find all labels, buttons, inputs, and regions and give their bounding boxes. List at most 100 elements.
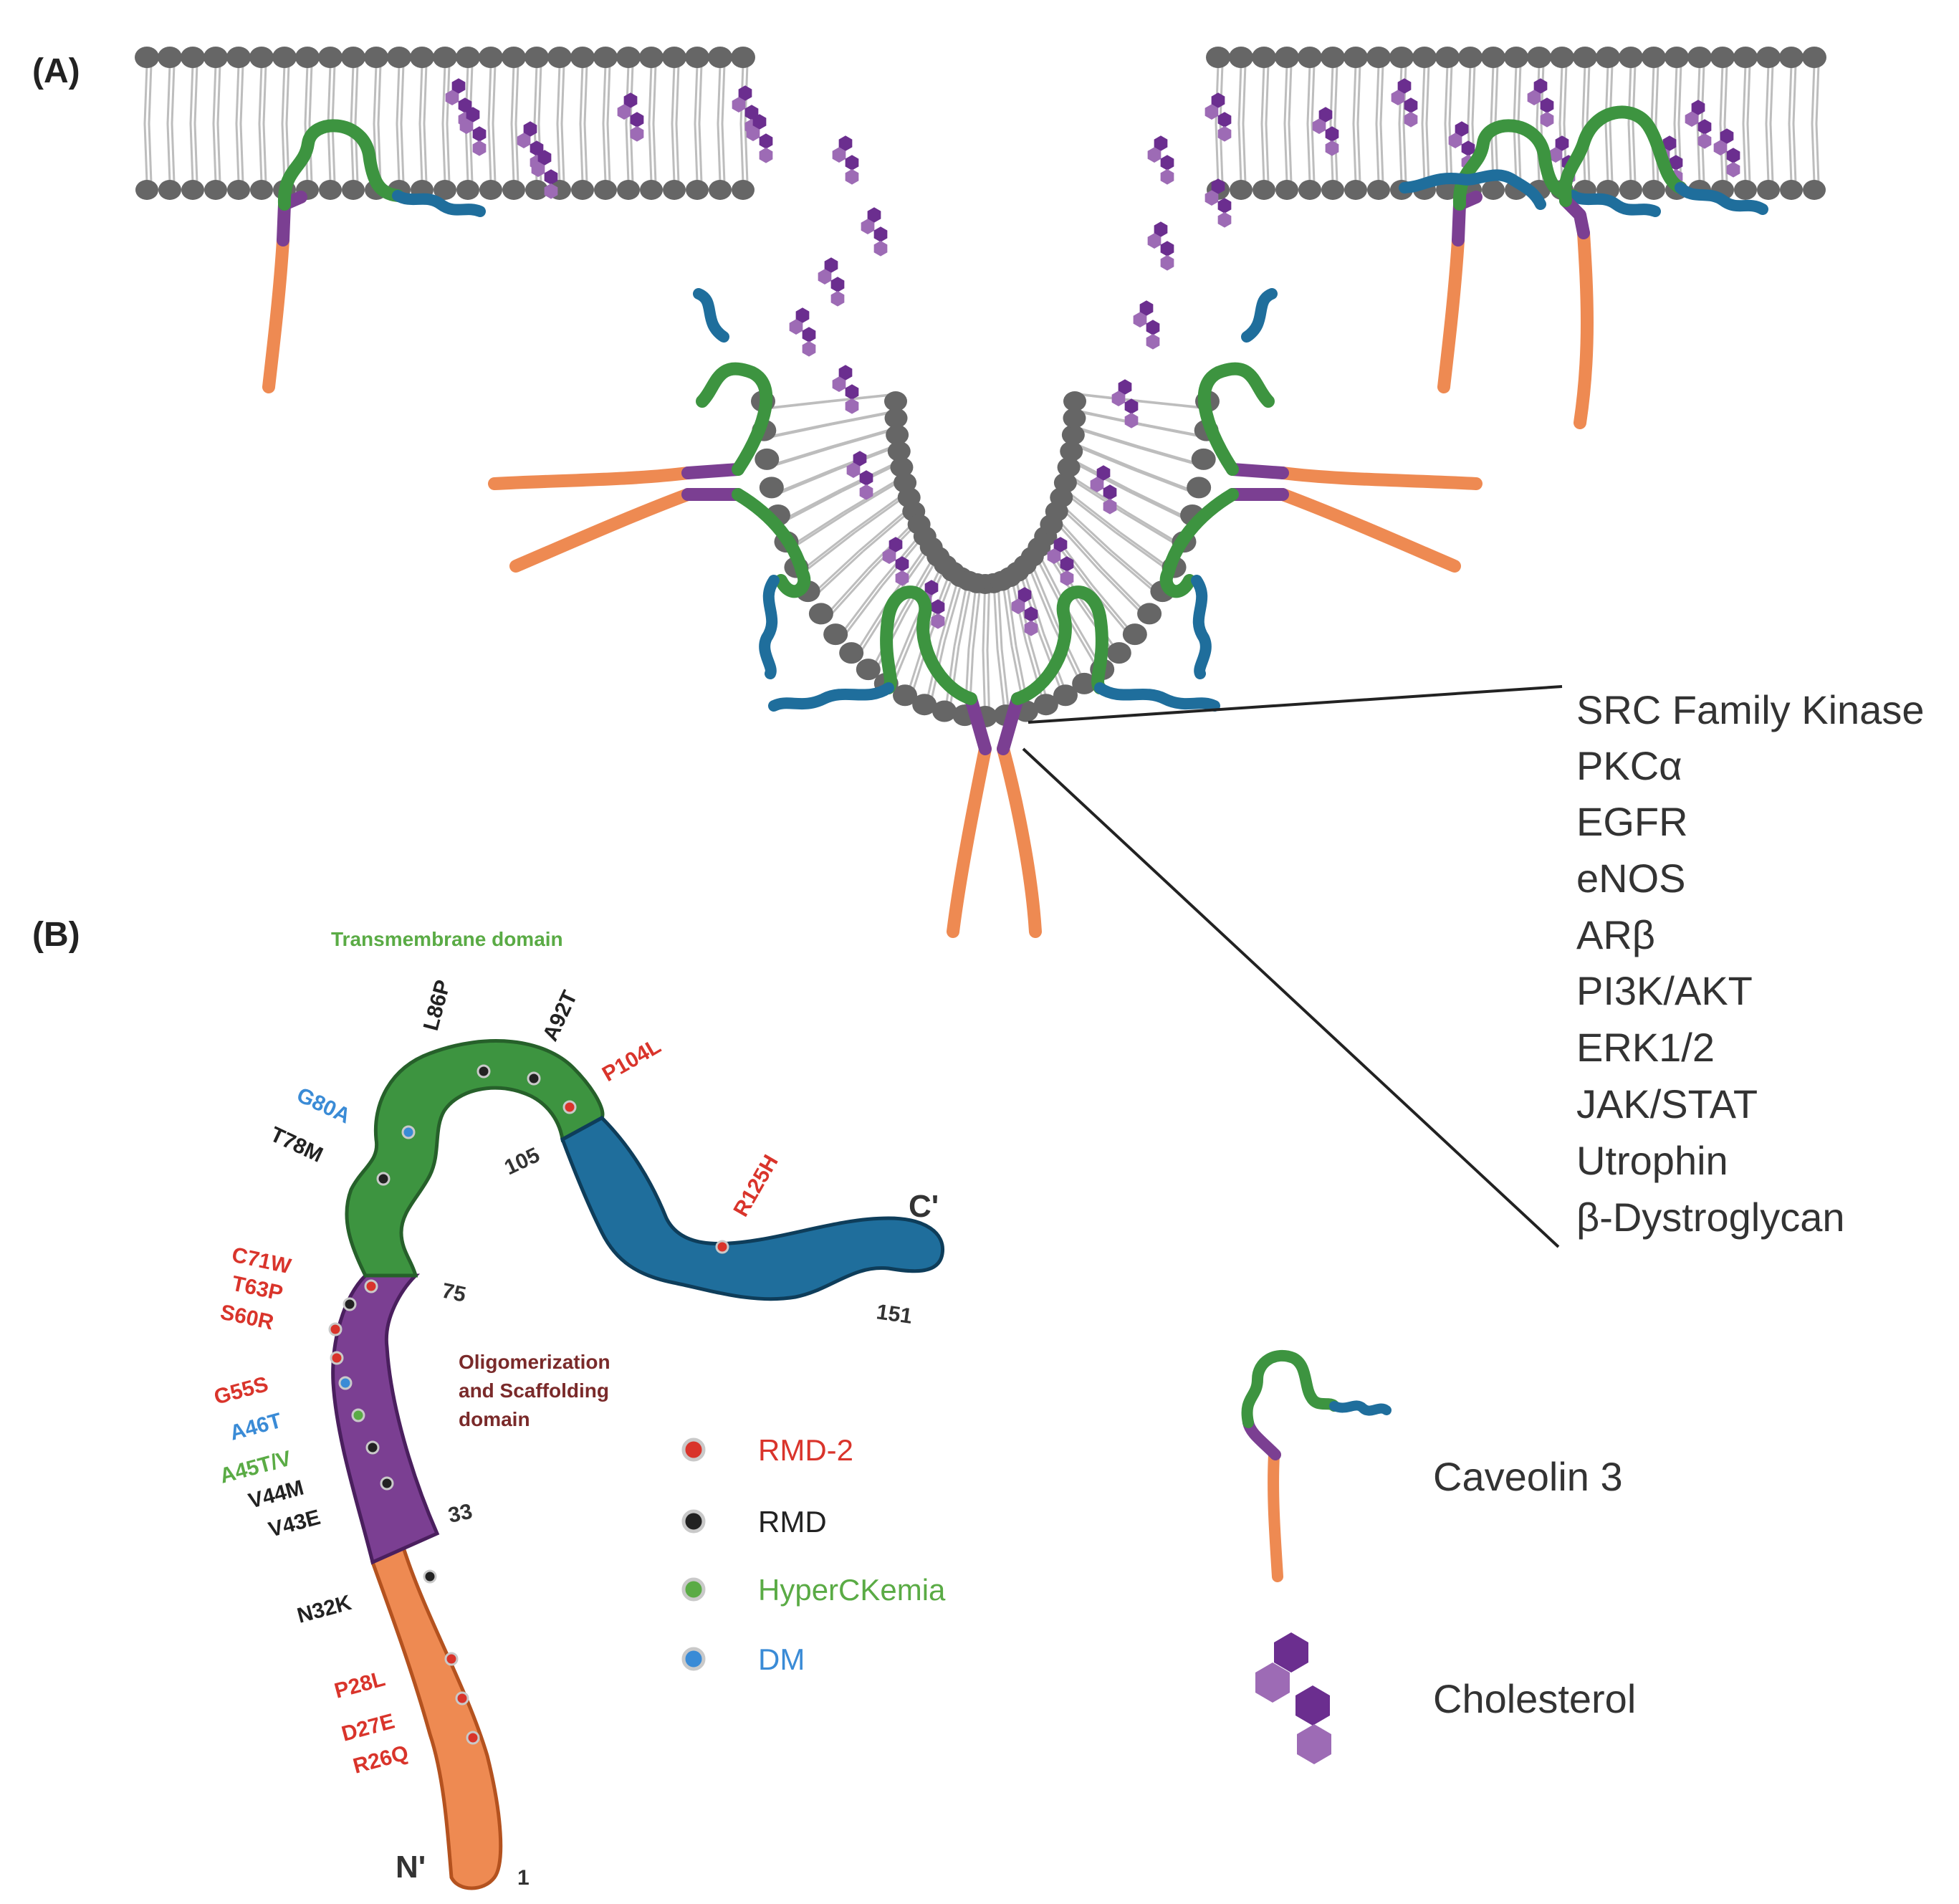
lipid-head xyxy=(1252,47,1276,68)
lipid-head xyxy=(1252,180,1275,200)
lipid-head xyxy=(1063,408,1086,429)
cholesterol-molecule xyxy=(832,365,859,414)
lipid-head xyxy=(249,47,274,68)
lipid-head xyxy=(456,47,480,68)
lipid-head xyxy=(1106,642,1131,664)
lipid-head xyxy=(823,623,848,646)
panel-b-label: (B) xyxy=(32,916,80,954)
partner-erk: ERK1/2 xyxy=(1576,1025,1715,1070)
lipid-head xyxy=(1687,47,1712,68)
mutation-dot xyxy=(527,1071,541,1086)
mutation-dot xyxy=(455,1691,469,1706)
mutation-dot xyxy=(466,1731,480,1745)
cholesterol-molecule xyxy=(1133,300,1160,350)
lipid-head xyxy=(1458,47,1483,68)
cholesterol-molecule xyxy=(1312,107,1339,156)
lipid-head xyxy=(456,180,479,200)
cholesterol-molecule xyxy=(459,107,487,156)
mutation-dot xyxy=(476,1064,491,1078)
lipid-head xyxy=(1550,47,1574,68)
caveolin-monomer xyxy=(1197,288,1483,490)
lipid-head xyxy=(158,180,181,200)
lipid-head xyxy=(1481,47,1505,68)
partner-src: SRC Family Kinase xyxy=(1576,687,1924,732)
lipid-head xyxy=(685,47,709,68)
cholesterol-molecule xyxy=(1204,92,1232,142)
lipid-head xyxy=(1321,47,1345,68)
mutation-t63p: T63P xyxy=(230,1272,285,1306)
lipid-head xyxy=(1756,47,1781,68)
lipid-head xyxy=(1343,47,1368,68)
cholesterol-molecule xyxy=(846,451,873,500)
lipid-head xyxy=(686,180,709,200)
cholesterol-molecule xyxy=(1090,465,1117,515)
lipid-head xyxy=(1412,47,1437,68)
lipid-head xyxy=(1137,603,1162,625)
legend-label-rmd2: RMD-2 xyxy=(758,1433,853,1467)
cholesterol-molecule xyxy=(1047,537,1074,586)
mutation-dot xyxy=(715,1240,729,1254)
lipid-head xyxy=(525,47,549,68)
lipid-head xyxy=(433,47,457,68)
lipid-head xyxy=(1206,47,1230,68)
osd-label-line1: Oligomerization xyxy=(459,1351,610,1373)
c-terminal-domain xyxy=(560,1115,945,1301)
lipid-head xyxy=(884,408,908,429)
lipid-head xyxy=(1733,47,1758,68)
c-terminus-label: C' xyxy=(909,1189,939,1224)
partner-dystroglycan: β-Dystroglycan xyxy=(1576,1195,1845,1240)
lipid-head xyxy=(319,180,342,200)
mutation-dot xyxy=(562,1100,577,1114)
lipid-head xyxy=(708,47,732,68)
legend-item-dm: DM xyxy=(681,1642,805,1676)
mutation-dot xyxy=(444,1652,459,1666)
lipid-head xyxy=(808,603,833,625)
lipid-head xyxy=(250,180,273,200)
lipid-head xyxy=(479,180,502,200)
mutation-n32k: N32K xyxy=(294,1591,354,1628)
lipid-head xyxy=(318,47,343,68)
lipid-head xyxy=(1482,180,1505,200)
lipid-head xyxy=(1275,180,1298,200)
lipid-head xyxy=(1642,47,1666,68)
partner-egfr: EGFR xyxy=(1576,799,1688,844)
mutation-g55s: G55S xyxy=(211,1372,271,1410)
lipid-head xyxy=(1230,180,1252,200)
partner-pi3k-akt: PI3K/AKT xyxy=(1576,968,1753,1013)
lipid-head xyxy=(1122,623,1147,646)
lipid-head xyxy=(1435,47,1460,68)
mutation-dot xyxy=(351,1408,365,1422)
partner-enos: eNOS xyxy=(1576,856,1686,901)
mutation-r125h: R125H xyxy=(729,1151,782,1220)
lipid-head xyxy=(203,47,228,68)
lipid-head xyxy=(364,47,388,68)
lipid-head xyxy=(912,694,937,716)
lipid-head xyxy=(387,47,411,68)
lipid-head xyxy=(1229,47,1253,68)
cholesterol-molecule xyxy=(861,207,888,257)
lipid-head xyxy=(1734,180,1757,200)
caveolin-monomer xyxy=(1399,105,1768,429)
lipid-head xyxy=(227,180,250,200)
residue-151: 151 xyxy=(875,1300,914,1329)
lipid-head xyxy=(1053,472,1077,493)
lipid-head xyxy=(932,700,957,722)
lipid-head xyxy=(887,441,911,461)
mutation-v43e: V43E xyxy=(266,1506,322,1542)
mutation-p104l: P104L xyxy=(598,1034,665,1086)
transmembrane-domain xyxy=(345,1039,605,1278)
caveolin-domain-diagram: Transmembrane domain Oligomerization and… xyxy=(211,928,945,1890)
lipid-head xyxy=(1275,47,1299,68)
lipid-head xyxy=(1191,448,1216,470)
lipid-head xyxy=(342,180,365,200)
lipid-head xyxy=(295,47,320,68)
legend-dot-rmd xyxy=(681,1509,706,1534)
lipid-head xyxy=(502,180,525,200)
lipid-head xyxy=(886,424,909,445)
lipid-head xyxy=(547,47,572,68)
lipid-head xyxy=(662,47,686,68)
legend-label-rmd: RMD xyxy=(758,1505,827,1539)
mutation-s60r: S60R xyxy=(219,1301,277,1335)
lipid-head xyxy=(1803,180,1826,200)
